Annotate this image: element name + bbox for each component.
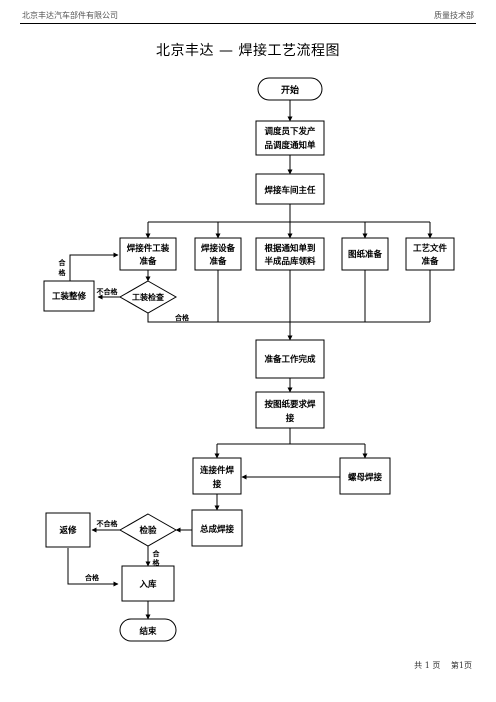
svg-text:品调度通知单: 品调度通知单 xyxy=(264,140,316,151)
svg-text:准备: 准备 xyxy=(421,256,439,267)
svg-text:按图纸要求焊: 按图纸要求焊 xyxy=(264,399,316,410)
node-end: 结束 xyxy=(119,618,177,642)
node-ready: 准备工作完成 xyxy=(255,339,325,379)
node-semi-product: 根据通知单到 半成品库领料 xyxy=(255,237,325,271)
svg-text:工装整修: 工装整修 xyxy=(52,291,87,302)
svg-text:结束: 结束 xyxy=(139,626,157,637)
node-fixture-check: 工装检查 xyxy=(118,280,178,314)
svg-text:焊接件工装: 焊接件工装 xyxy=(127,243,170,254)
node-fixture-repair: 工装整修 xyxy=(43,280,95,312)
svg-text:接: 接 xyxy=(286,413,295,424)
svg-text:根据通知单到: 根据通知单到 xyxy=(264,243,315,254)
node-dispatch: 调度员下发产 品调度通知单 xyxy=(255,120,325,156)
svg-text:入库: 入库 xyxy=(138,579,157,590)
connectors xyxy=(67,100,433,620)
node-process-doc: 工艺文件 准备 xyxy=(405,237,455,271)
svg-text:准备: 准备 xyxy=(209,256,227,267)
edge-labels: 合 格 不合格 合格 不合格 合 格 合格 xyxy=(58,258,190,582)
label-fixture-qualified: 合格 xyxy=(174,313,190,322)
svg-text:半成品库领料: 半成品库领料 xyxy=(264,256,316,267)
node-storage: 入库 xyxy=(121,565,175,602)
svg-text:接: 接 xyxy=(213,479,222,490)
node-director: 焊接车间主任 xyxy=(255,173,325,205)
svg-text:准备: 准备 xyxy=(139,256,157,267)
node-start-label: 开始 xyxy=(281,84,299,96)
node-inspection: 检验 xyxy=(118,513,178,547)
node-nut-weld: 螺母焊接 xyxy=(339,457,391,495)
label-fixture-unqualified: 不合格 xyxy=(97,287,119,296)
header-divider xyxy=(20,23,476,24)
node-drawing: 图纸准备 xyxy=(341,237,389,271)
node-weld-by-drawing: 按图纸要求焊 接 xyxy=(255,391,325,429)
header-department: 质量技术部 xyxy=(434,11,474,20)
footer-page: 第1页 xyxy=(450,661,472,670)
label-inspection-qualified-2: 格 xyxy=(153,558,161,567)
node-rework: 返修 xyxy=(45,512,91,548)
svg-text:准备工作完成: 准备工作完成 xyxy=(264,354,316,365)
label-inspection-unqualified: 不合格 xyxy=(97,519,119,528)
label-qualified-loop-2: 格 xyxy=(59,268,67,277)
node-weld-fixture: 焊接件工装 准备 xyxy=(119,237,177,271)
header-company: 北京丰达汽车部件有限公司 xyxy=(22,11,118,20)
svg-text:调度员下发产: 调度员下发产 xyxy=(264,126,316,137)
label-inspection-qualified-1: 合 xyxy=(152,549,161,558)
svg-text:图纸准备: 图纸准备 xyxy=(348,249,383,260)
label-qualified-loop-1: 合 xyxy=(58,258,67,267)
svg-text:焊接设备: 焊接设备 xyxy=(201,243,236,254)
node-start: 开始 xyxy=(257,77,323,101)
svg-text:工艺文件: 工艺文件 xyxy=(413,243,448,254)
footer-pages: 共 1 页 xyxy=(414,661,441,670)
svg-text:焊接车间主任: 焊接车间主任 xyxy=(264,185,316,196)
page-title: 北京丰达 — 焊接工艺流程图 xyxy=(156,43,340,59)
node-assembly-weld: 总成焊接 xyxy=(191,509,243,547)
svg-text:检验: 检验 xyxy=(139,525,157,536)
svg-text:工装检查: 工装检查 xyxy=(132,292,165,302)
footer: 共 1 页 第1页 xyxy=(406,660,472,671)
svg-text:总成焊接: 总成焊接 xyxy=(200,524,235,535)
node-connector-weld: 连接件焊 接 xyxy=(192,457,242,495)
svg-text:连接件焊: 连接件焊 xyxy=(200,465,235,476)
node-weld-equipment: 焊接设备 准备 xyxy=(194,237,242,271)
label-rework-qualified: 合格 xyxy=(84,573,100,582)
svg-text:螺母焊接: 螺母焊接 xyxy=(348,472,383,483)
svg-text:返修: 返修 xyxy=(59,525,77,536)
